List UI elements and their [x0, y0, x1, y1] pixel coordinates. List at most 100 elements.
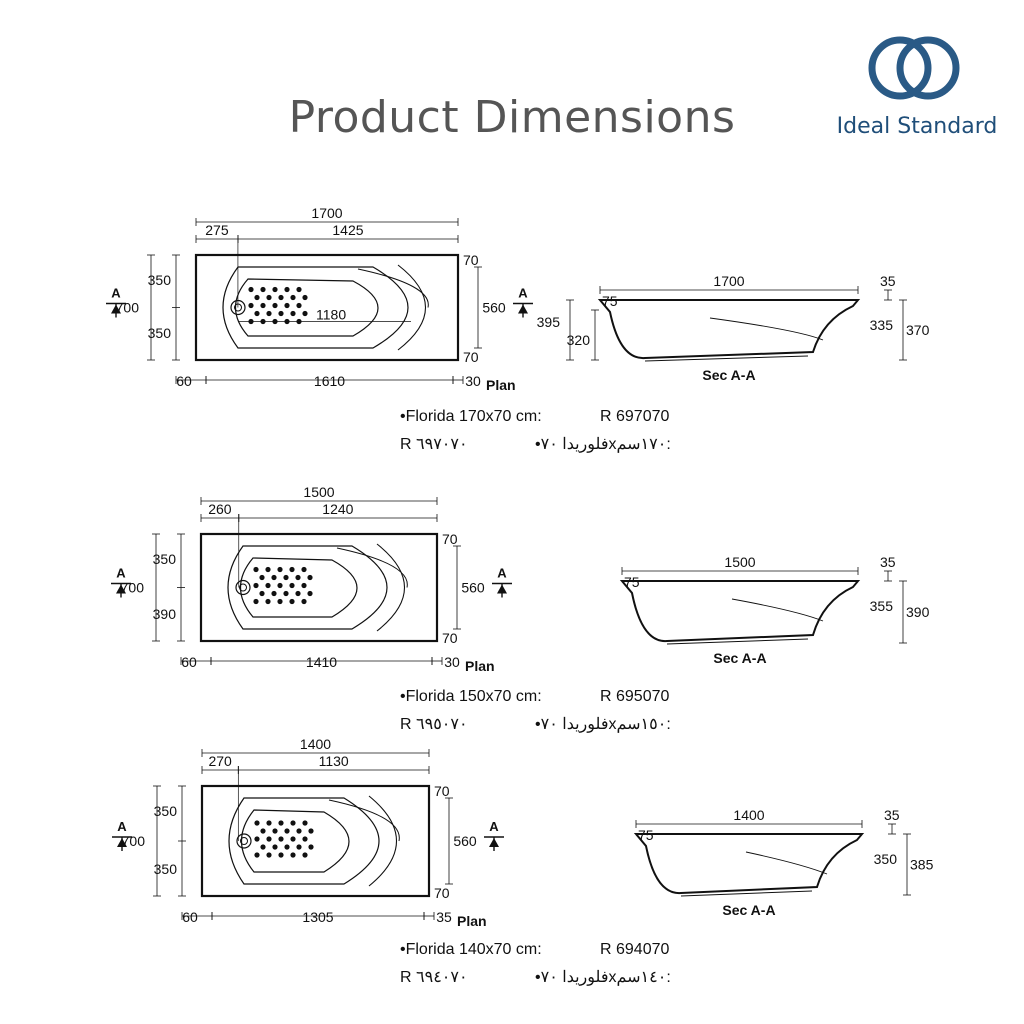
plan-caption: Plan	[486, 377, 516, 393]
anti-slip-dot	[272, 286, 278, 293]
section-backrest-line	[731, 598, 824, 622]
section-caption: Sec A-A	[722, 902, 775, 918]
anti-slip-dot	[272, 302, 278, 309]
anti-slip-dot	[259, 574, 265, 581]
anti-slip-dot	[260, 844, 266, 850]
section-length-label: 1500	[724, 554, 755, 570]
anti-slip-dot	[302, 852, 308, 858]
product-code-ar: R ٦٩٥٠٧٠	[400, 716, 468, 733]
anti-slip-dot	[308, 828, 314, 834]
plan-right-rim-label: 35	[436, 909, 452, 925]
section-depth-right-label: 335	[870, 317, 894, 333]
anti-slip-dot	[278, 852, 284, 858]
plan-inner-length-label: 1240	[322, 501, 353, 517]
section-backrest-line	[745, 851, 828, 875]
anti-slip-dot	[301, 582, 307, 589]
section-rim-left-label: 75	[602, 293, 618, 309]
brand-logo: Ideal Standard	[832, 34, 1002, 144]
anti-slip-dot	[254, 836, 260, 842]
basin-floor	[240, 557, 358, 618]
page-title: Product Dimensions	[288, 92, 736, 143]
plan-rim-top-label: 70	[434, 783, 450, 799]
section-depth-left-label: 395	[537, 314, 561, 330]
anti-slip-dot	[296, 844, 302, 850]
inner-basin	[227, 545, 388, 630]
plan-bottom-length-label: 1610	[314, 373, 345, 389]
plan-inner-length-label: 1425	[332, 222, 363, 238]
anti-slip-dot	[248, 286, 254, 293]
plan-head-offset-label: 260	[208, 501, 232, 517]
product-name-ar: •فلوريدا ٧٠x١٤٠سم:	[535, 969, 671, 986]
inner-basin	[228, 797, 380, 885]
plan-bottom-length-label: 1410	[306, 654, 337, 670]
anti-slip-dot	[271, 590, 277, 597]
basin-floor	[235, 278, 379, 337]
anti-slip-dot	[284, 286, 290, 293]
anti-slip-dot	[254, 852, 260, 858]
section-profile	[597, 299, 861, 360]
anti-slip-dot	[254, 820, 260, 826]
anti-slip-dot	[278, 294, 284, 301]
section-height-right-label: 385	[910, 857, 934, 873]
product-code: R 697070	[600, 408, 670, 425]
anti-slip-dot	[253, 582, 259, 589]
brand-rings-icon	[868, 36, 960, 100]
anti-slip-dot	[290, 836, 296, 842]
plan-inner-width-label: 560	[461, 580, 485, 596]
anti-slip-dot	[254, 294, 260, 301]
plan-rim-bottom-label: 70	[463, 349, 479, 365]
inner-basin	[222, 266, 409, 349]
plan-half-top-label: 350	[148, 272, 172, 288]
section-rim-left-label: 75	[638, 827, 654, 843]
anti-slip-dot	[253, 566, 259, 573]
plan-half-top-label: 350	[154, 803, 178, 819]
anti-slip-dot	[283, 574, 289, 581]
section-length-label: 1700	[713, 273, 744, 289]
section-marker-letter: A	[497, 566, 507, 581]
plan-half-bottom-label: 350	[154, 861, 178, 877]
section-marker: A	[513, 286, 533, 318]
anti-slip-dot	[277, 566, 283, 573]
backrest-contour	[328, 799, 400, 842]
anti-slip-dot	[259, 590, 265, 597]
anti-slip-dot	[289, 598, 295, 605]
drain-icon	[235, 579, 251, 596]
section-base-line	[644, 355, 809, 362]
product-name: •Florida 150x70 cm:	[400, 688, 542, 705]
anti-slip-dot	[271, 574, 277, 581]
plan-rim-bottom-label: 70	[434, 885, 450, 901]
section-depth-right-label: 355	[870, 598, 894, 614]
basin-floor	[241, 809, 350, 873]
anti-slip-dot	[302, 294, 308, 301]
anti-slip-dot	[266, 310, 272, 317]
section-depth-inner-left-label: 320	[567, 332, 591, 348]
anti-slip-dot	[308, 844, 314, 850]
anti-slip-dot	[302, 836, 308, 842]
anti-slip-dot	[266, 836, 272, 842]
anti-slip-dot	[302, 310, 308, 317]
anti-slip-dot	[278, 310, 284, 317]
plan-rim-bottom-label: 70	[442, 630, 458, 646]
anti-slip-dot	[295, 574, 301, 581]
section-marker: A	[112, 819, 132, 851]
product-name-ar: •فلوريدا ٧٠x١٥٠سم:	[535, 716, 671, 733]
anti-slip-dot	[260, 286, 266, 293]
anti-slip-dot	[296, 828, 302, 834]
anti-slip-dots	[248, 286, 308, 325]
anti-slip-dot	[296, 302, 302, 309]
plan-right-rim-label: 30	[444, 654, 460, 670]
plan-inner-length-label: 1130	[319, 753, 349, 769]
section-base-line	[666, 638, 809, 645]
section-rim-top-label: 35	[880, 554, 896, 570]
plan-drain-length-label: 1180	[316, 307, 346, 323]
anti-slip-dot	[289, 582, 295, 589]
product-name: •Florida 140x70 cm:	[400, 941, 542, 958]
drain-icon	[236, 833, 252, 849]
anti-slip-dot	[260, 828, 266, 834]
bathtub-outline	[200, 784, 431, 898]
